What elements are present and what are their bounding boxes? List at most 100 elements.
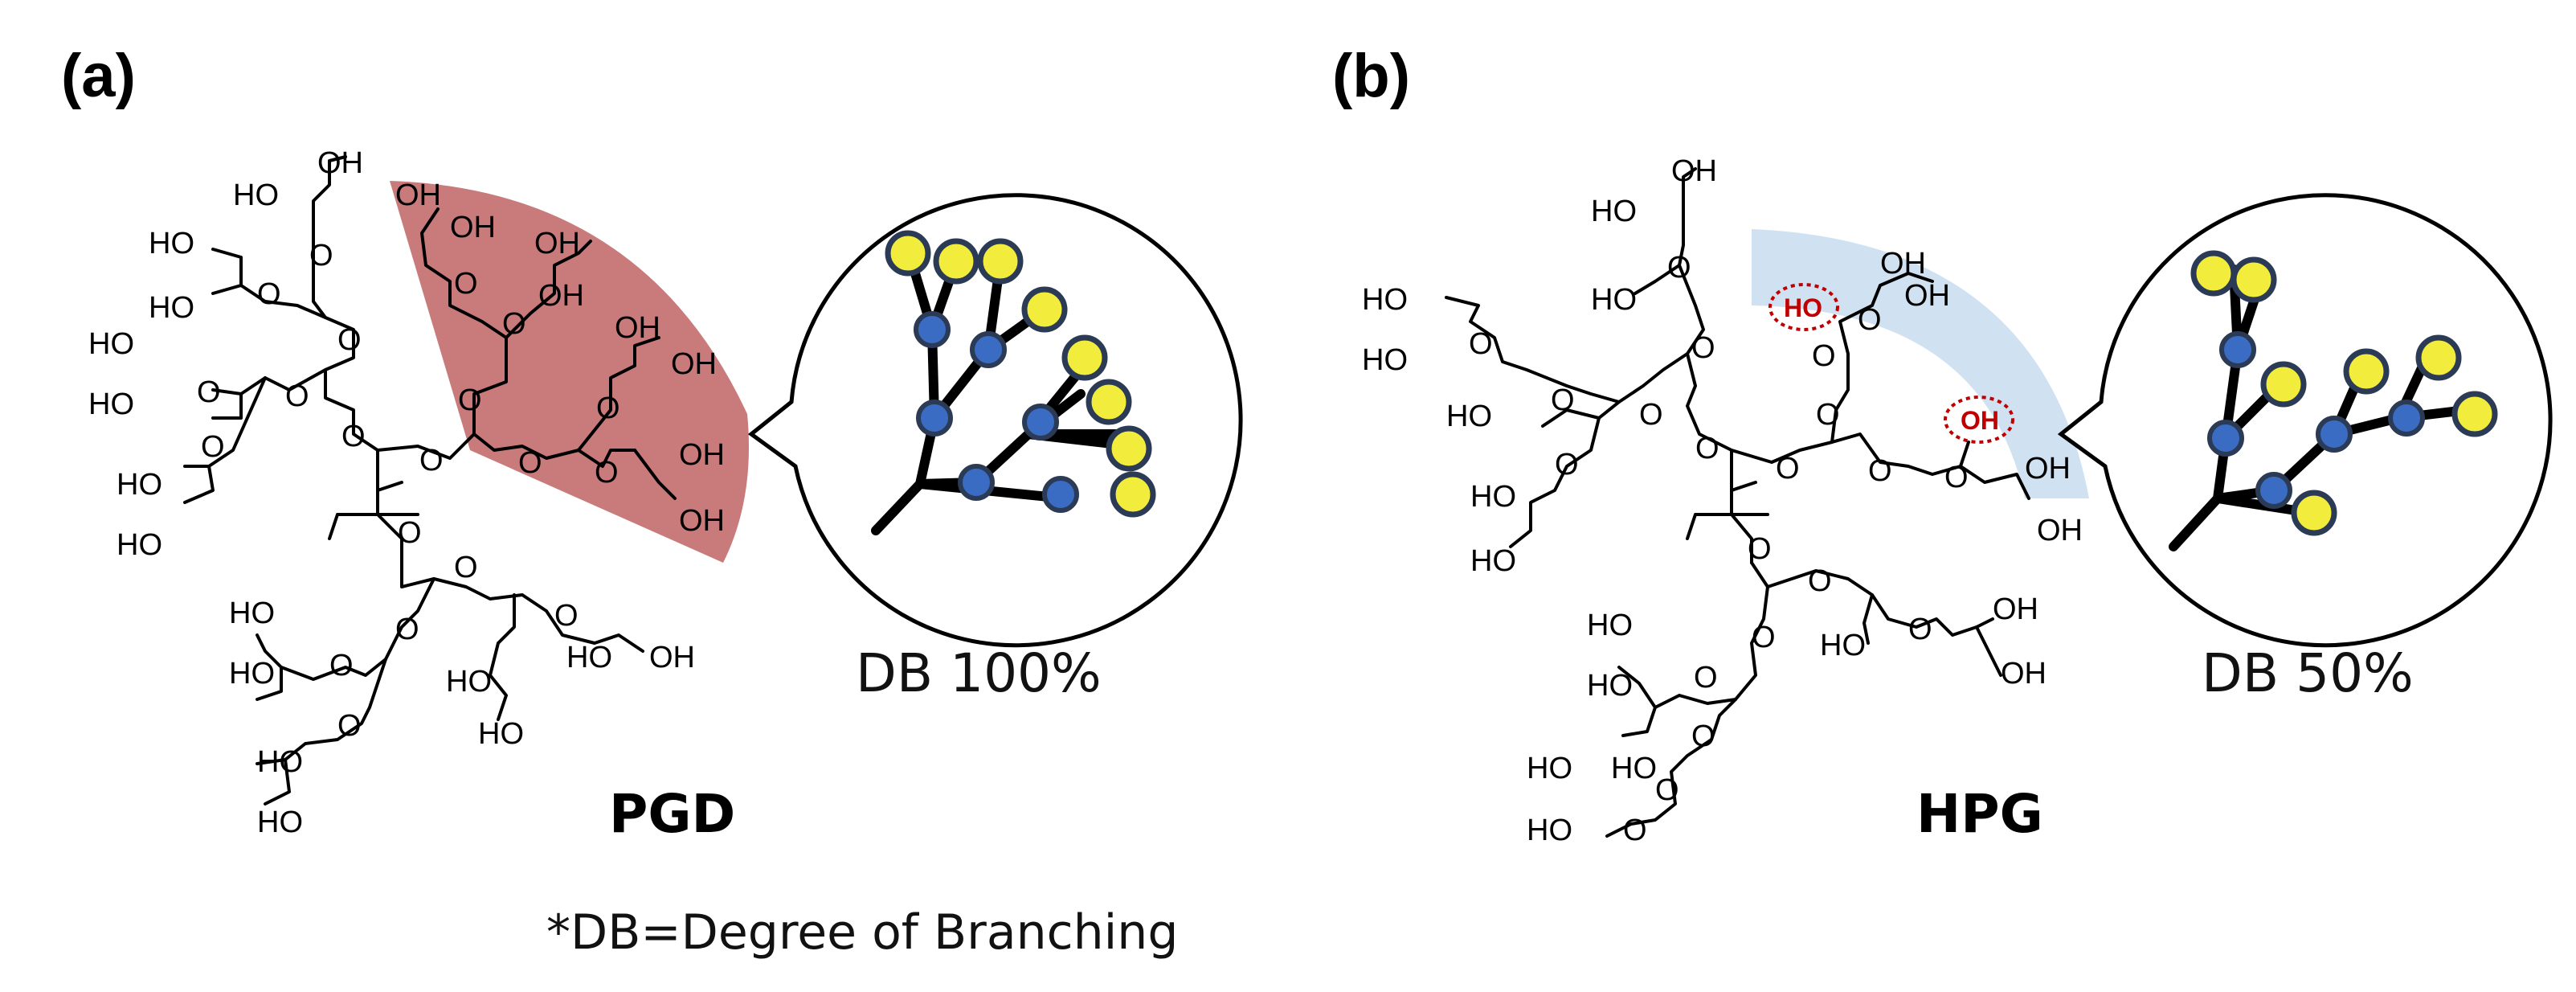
hpg-oh-4: OH — [2025, 452, 2071, 486]
pgd-terminal-node — [1021, 286, 1068, 333]
pgd-terminal-node — [933, 238, 979, 285]
pgd-oh-hl-8: OH — [679, 504, 725, 538]
hpg-marked-ho-circle — [1768, 283, 1839, 331]
hpg-o-5: O — [1639, 398, 1663, 432]
pgd-terminal-node — [1110, 471, 1156, 518]
hpg-o-2: O — [1469, 327, 1493, 361]
panel-a-label: (a) — [61, 42, 136, 110]
hpg-branch-node — [2388, 400, 2425, 437]
pgd-terminal-node — [977, 238, 1024, 285]
pgd-o-8: O — [419, 444, 444, 478]
hpg-o-4: O — [1551, 383, 1575, 417]
pgd-o-hl-2: O — [502, 307, 526, 341]
hpg-o-9: O — [1858, 303, 1882, 337]
hpg-branch-node — [2316, 416, 2353, 453]
pgd-oh-hl-4: OH — [538, 279, 584, 313]
hpg-ho-9: HO — [1587, 609, 1633, 642]
pgd-oh-hl-3: OH — [534, 227, 580, 260]
hpg-ho-8: HO — [1820, 629, 1866, 662]
hpg-oh-1: OH — [1671, 154, 1717, 188]
hpg-terminal-node — [2230, 256, 2277, 303]
hpg-branch-node — [2255, 472, 2292, 509]
pgd-branch-node — [914, 311, 951, 348]
panel-a-branching-tree — [871, 230, 1156, 535]
hpg-o-18: O — [1694, 661, 1718, 695]
pgd-branch-node — [970, 331, 1007, 368]
hpg-terminal-node — [2291, 490, 2337, 536]
hpg-ho-4: HO — [1362, 343, 1408, 377]
hpg-ho-1: HO — [1591, 195, 1637, 228]
pgd-ho-6: HO — [117, 468, 162, 502]
pgd-ho-12: HO — [478, 717, 524, 751]
pgd-oh-1: OH — [317, 146, 363, 180]
pgd-oh-hl-1: OH — [395, 178, 441, 212]
pgd-oh-9: OH — [649, 641, 695, 674]
pgd-ho-4: HO — [88, 327, 134, 361]
pgd-ho-5: HO — [88, 387, 134, 421]
pgd-o-1: O — [309, 239, 333, 273]
hpg-branch-node — [2219, 331, 2256, 368]
hpg-o-17: O — [1908, 613, 1932, 646]
pgd-ho-14: HO — [257, 805, 303, 839]
hpg-marked-ho: HO — [1784, 293, 1822, 322]
panel-a: (a) OH HO O HO HO O O — [61, 42, 1243, 845]
pgd-o-3: O — [337, 323, 362, 357]
pgd-ho-2: HO — [149, 227, 194, 260]
hpg-marked-oh: OH — [1961, 406, 1999, 435]
hpg-terminal-node — [2260, 361, 2307, 408]
pgd-o-11: O — [395, 613, 419, 646]
hpg-ho-6: HO — [1470, 480, 1516, 514]
panel-b-label: (b) — [1332, 42, 1410, 110]
hpg-o-19: O — [1691, 719, 1715, 753]
hpg-oh-5: OH — [2037, 514, 2083, 547]
pgd-terminal-node — [1106, 425, 1152, 472]
pgd-o-5: O — [285, 379, 309, 413]
pgd-ho-10: HO — [229, 657, 275, 691]
hpg-oh-3: OH — [1904, 279, 1950, 313]
hpg-oh-7: OH — [2001, 657, 2046, 691]
hpg-ho-5: HO — [1446, 400, 1492, 433]
pgd-o-6: O — [341, 420, 366, 453]
hpg-marked-oh-circle — [1944, 396, 2014, 444]
pgd-o-12: O — [554, 599, 579, 633]
hpg-ho-3: HO — [1362, 283, 1408, 317]
hpg-o-11: O — [1816, 398, 1840, 432]
hpg-o-20: O — [1623, 814, 1647, 847]
pgd-ho-3: HO — [149, 291, 194, 325]
pgd-o-9: O — [398, 516, 422, 550]
pgd-oh-hl-5: OH — [615, 311, 660, 345]
pgd-o-hl-5: O — [518, 446, 542, 480]
hpg-o-1: O — [1667, 251, 1691, 285]
hpg-ho-11: HO — [1611, 752, 1657, 785]
pgd-branch-node — [1022, 404, 1059, 441]
panel-a-db-label: DB 100% — [856, 642, 1102, 704]
pgd-ho-1: HO — [233, 178, 279, 212]
hpg-terminal-node — [2343, 348, 2390, 395]
pgd-branch-node — [958, 464, 995, 501]
hpg-ho-2: HO — [1591, 283, 1637, 317]
pgd-terminal-node — [1061, 334, 1108, 381]
hpg-ho-7: HO — [1470, 544, 1516, 578]
hpg-o-6: O — [1695, 432, 1719, 465]
hpg-o-13: O — [1944, 461, 1969, 494]
pgd-o-10: O — [454, 551, 478, 584]
panel-a-highlight-sector — [390, 181, 749, 563]
hpg-terminal-node — [2451, 391, 2498, 437]
footnote: *DB=Degree of Branching — [546, 904, 1178, 961]
pgd-o-14: O — [337, 709, 362, 743]
pgd-ho-9: HO — [229, 596, 275, 630]
hpg-terminal-node — [2415, 334, 2462, 381]
pgd-o-hl-4: O — [596, 391, 620, 425]
hpg-o-21: O — [1655, 773, 1679, 807]
hpg-o-7: O — [1555, 448, 1579, 482]
hpg-o-3: O — [1691, 331, 1715, 365]
hpg-ho-13: HO — [1527, 814, 1572, 847]
hpg-o-12: O — [1868, 454, 1892, 488]
pgd-o-hl-1: O — [454, 267, 478, 301]
pgd-oh-hl-7: OH — [679, 438, 725, 472]
hpg-o-14: O — [1748, 532, 1772, 566]
panel-b-db-label: DB 50% — [2202, 642, 2414, 704]
panel-b: (b) HO OH O HO HO HO O O — [1332, 42, 2553, 847]
pgd-o-hl-3: O — [458, 383, 482, 417]
